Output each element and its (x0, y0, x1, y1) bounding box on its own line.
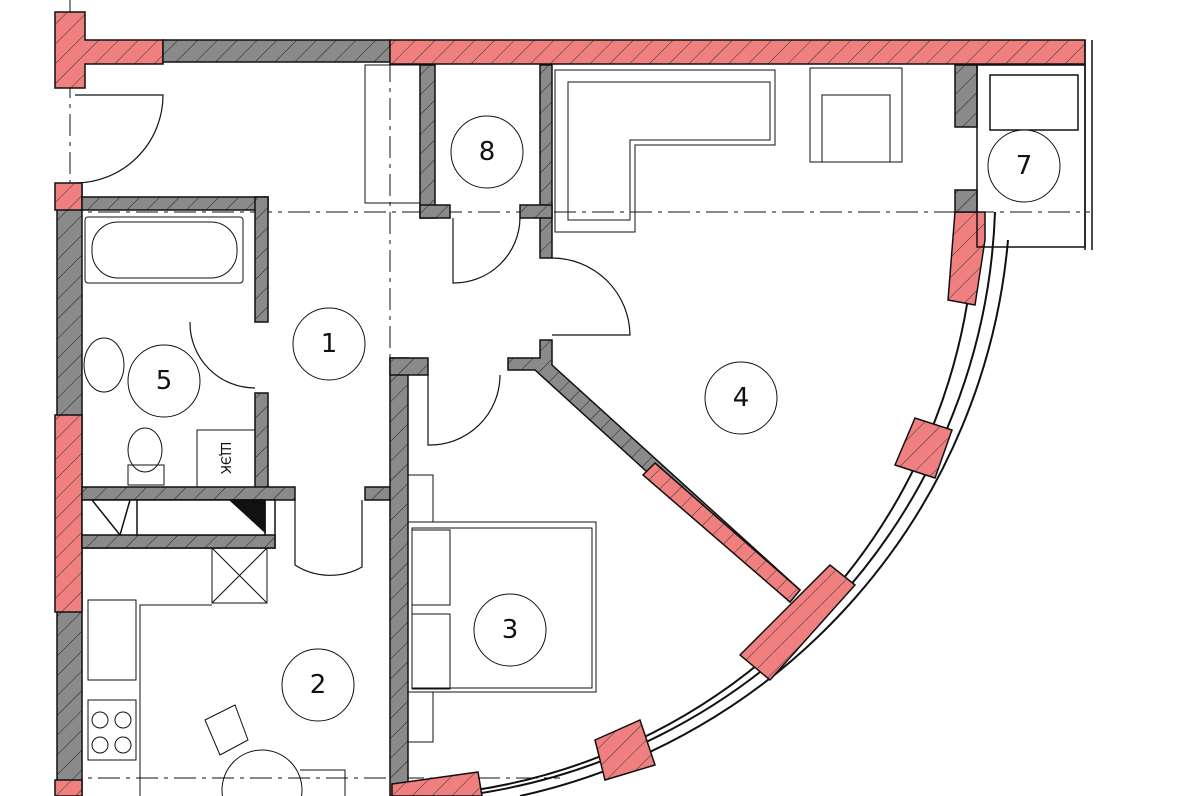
balcony (976, 40, 1093, 250)
room-1-number: 1 (321, 329, 338, 359)
room-4: 4 (704, 361, 778, 435)
room-8: 8 (450, 115, 524, 189)
room-5-number: 5 (156, 366, 173, 396)
furniture (83, 64, 903, 796)
electrical-panel-label: ЩЭК (217, 442, 232, 475)
room-2: 2 (281, 648, 355, 722)
room-labels: 1 2 3 4 5 7 8 ЩЭК (127, 115, 1061, 722)
doors (74, 94, 631, 576)
room-8-number: 8 (479, 137, 496, 167)
room-7: 7 (987, 129, 1061, 203)
room-4-number: 4 (733, 383, 750, 413)
room-1: 1 (292, 307, 366, 381)
room-7-number: 7 (1016, 151, 1033, 181)
room-5: 5 (127, 344, 201, 418)
room-3-number: 3 (502, 615, 519, 645)
room-2-number: 2 (310, 670, 327, 700)
walls (54, 11, 1086, 796)
room-3: 3 (473, 593, 547, 667)
curved-facade (419, 211, 1009, 796)
